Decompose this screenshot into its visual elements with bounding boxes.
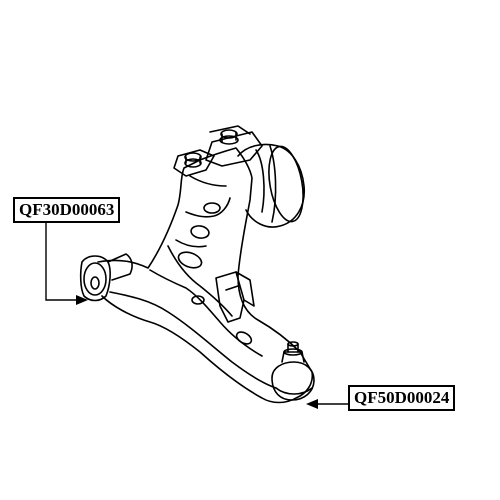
- ball-joint-arrow-head: [306, 399, 318, 409]
- rear-bracket: [205, 131, 263, 167]
- ball-joint-part-number-label: QF50D00024: [348, 385, 456, 411]
- bushing-arrow-head: [76, 295, 88, 305]
- ball-joint: [271, 361, 315, 401]
- rear-bushing: [237, 143, 305, 228]
- front-bushing: [79, 255, 111, 302]
- bushing-part-number-label: QF30D00063: [13, 197, 121, 223]
- left-bolt: [184, 152, 202, 162]
- bushing-leader-line: [45, 220, 82, 301]
- control-arm-body: [97, 147, 314, 404]
